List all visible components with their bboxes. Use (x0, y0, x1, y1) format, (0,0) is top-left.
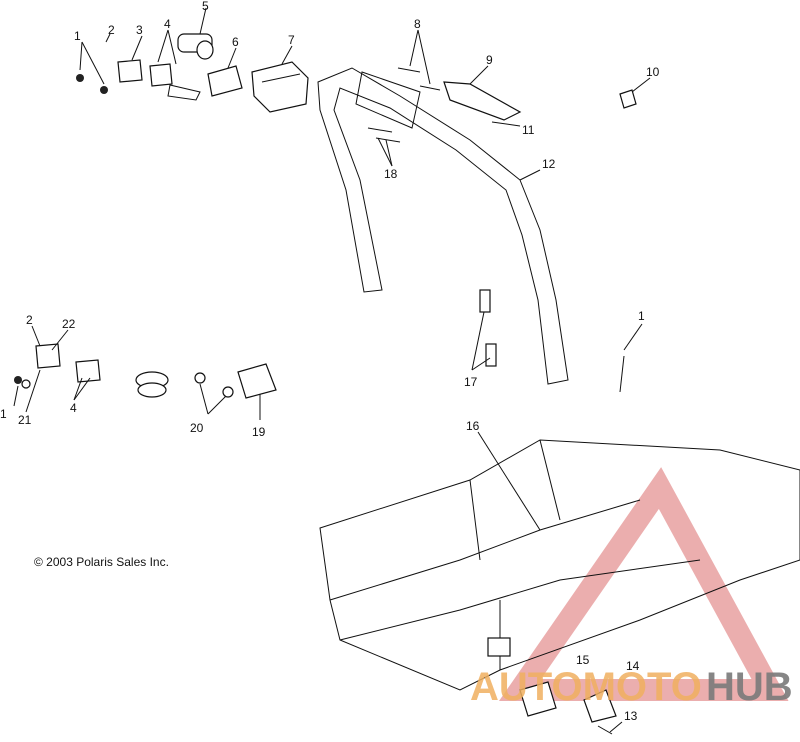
callout-6: 6 (232, 35, 239, 49)
bolts (367, 67, 497, 367)
leader-lines (13, 7, 651, 733)
plate-6 (207, 65, 243, 97)
callout-15: 15 (576, 653, 590, 667)
block-7 (251, 61, 309, 113)
callout-12: 12 (542, 157, 556, 171)
callout-1c: 1 (638, 309, 645, 323)
roll-bar (317, 67, 569, 385)
clamp-3 (117, 59, 143, 83)
callout-2a: 2 (108, 23, 115, 37)
callout-13: 13 (624, 709, 638, 723)
watermark-logo (498, 467, 789, 701)
callout-20: 20 (190, 421, 204, 435)
clip-10 (619, 89, 637, 109)
callout-22: 22 (62, 317, 76, 331)
callout-2b: 2 (26, 313, 33, 327)
washers-20 (194, 372, 234, 398)
screw-13 (597, 725, 613, 735)
callout-17: 17 (464, 375, 478, 389)
cover-14 (583, 689, 617, 723)
bracket-9 (443, 81, 522, 121)
watermark-triangle (498, 467, 789, 701)
callout-19: 19 (252, 425, 266, 439)
boot-15 (519, 681, 557, 717)
callout-11: 11 (522, 123, 535, 137)
callout-10: 10 (646, 65, 660, 79)
watermark-text: AUTOMOTO HUB (470, 665, 793, 709)
callout-18: 18 (384, 167, 398, 181)
copyright-text: © 2003 Polaris Sales Inc. (34, 555, 169, 569)
callout-7: 7 (288, 33, 295, 47)
callout-5: 5 (202, 0, 209, 13)
callout-labels: 1 2 3 4 5 6 7 8 9 10 11 12 18 2 22 1 21 … (0, 0, 660, 723)
nut-1a (76, 74, 108, 94)
watermark-word-2: HUB (706, 665, 793, 709)
chassis-frame (319, 439, 800, 691)
callout-21: 21 (18, 413, 32, 427)
callout-1b: 1 (0, 407, 7, 421)
plate-19 (237, 363, 277, 399)
watermark-word-1: AUTOMOTO (470, 665, 702, 709)
callout-8: 8 (414, 17, 421, 31)
clamp-4a (149, 63, 173, 87)
callout-4b: 4 (70, 401, 77, 415)
callout-1a: 1 (74, 29, 81, 43)
callout-4a: 4 (164, 17, 171, 31)
clamps-left (14, 343, 101, 389)
steering-post (135, 33, 214, 398)
callout-3: 3 (136, 23, 143, 37)
callout-14: 14 (626, 659, 640, 673)
callout-9: 9 (486, 53, 493, 67)
callout-16: 16 (466, 419, 480, 433)
